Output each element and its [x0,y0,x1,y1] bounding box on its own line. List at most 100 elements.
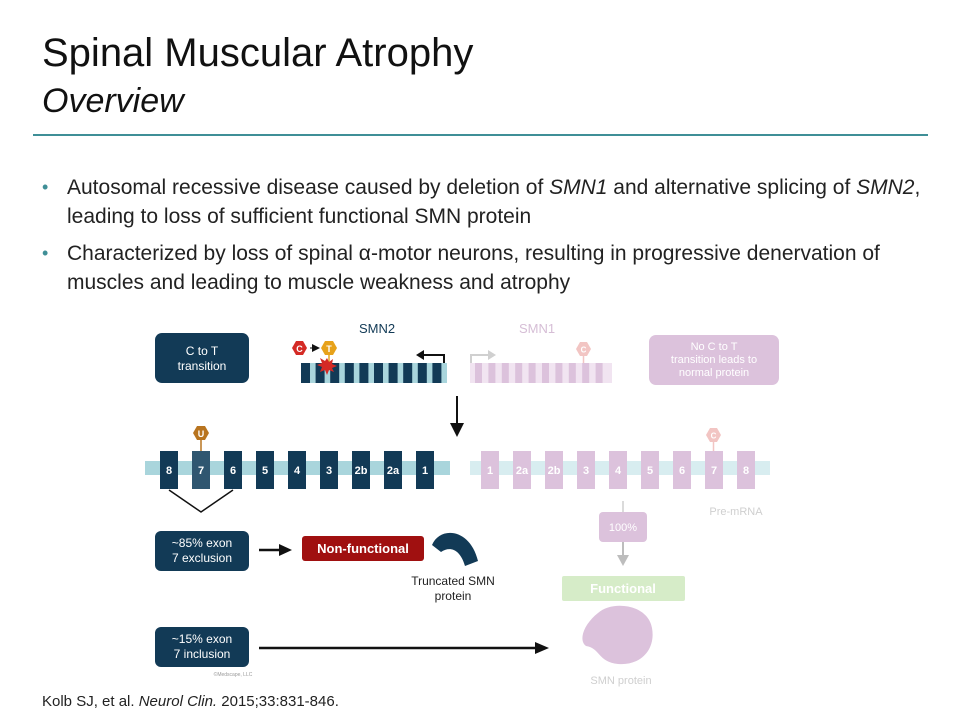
citation: Kolb SJ, et al. Neurol Clin. 2015;33:831… [42,693,339,710]
c-to-t-line1: C to T [186,344,219,358]
smn2-exon-8: 8 [160,451,178,489]
exon7-exclusion-box: ~85% exon 7 exclusion [155,531,249,571]
smn2-exon-4: 4 [288,451,306,489]
smn1-exon-6: 6 [673,451,691,489]
smn1-stripe [475,363,482,383]
smn1-exon-3: 3 [577,451,595,489]
smn2-gene-bar [301,363,447,383]
smn1-stripe [501,363,509,383]
u-marker-icon: U [193,426,209,451]
title-divider [33,134,928,136]
bullet-list: • Autosomal recessive disease caused by … [42,173,922,305]
citation-volume: 2015;33:831-846. [217,693,339,710]
smn1-exon-2b: 2b [545,451,563,489]
t-marker-icon: T [321,341,337,355]
svg-text:7 exclusion: 7 exclusion [172,551,232,565]
smn1-exon-5: 5 [641,451,659,489]
smn2-stripe [359,363,369,383]
smn1-exon-label: 2a [516,465,529,477]
bullet-text: Autosomal recessive disease caused by de… [67,176,550,199]
bullet-text: and alternative splicing of [607,176,857,199]
bullet-item: • Characterized by loss of spinal α-moto… [42,239,922,297]
truncated-label-line1: Truncated SMN [411,574,495,588]
gene-smn1-text: SMN1 [549,176,608,199]
gene-smn2-text: SMN2 [856,176,915,199]
smn2-stripe [344,363,354,383]
smn1-stripe [488,363,496,383]
smn2-label: SMN2 [359,321,395,336]
smn1-promoter-arrow-icon [470,350,496,363]
smn2-exon-2b: 2b [352,451,370,489]
smn2-stripe [403,363,413,383]
smn2-stripe [374,363,383,383]
svg-text:~85% exon: ~85% exon [172,536,232,550]
smn2-exon-2a: 2a [384,451,402,489]
svg-text:No C to T: No C to T [691,341,738,353]
inclusion-arrow-icon [259,642,549,654]
functional-arrow-icon [617,542,629,566]
smn1-exon-1: 1 [481,451,499,489]
bullet-item: • Autosomal recessive disease caused by … [42,173,922,231]
smn2-exon-label: 6 [230,465,236,477]
smn2-exon-label: 3 [326,465,332,477]
bullet-icon: • [42,177,49,197]
svg-text:~15% exon: ~15% exon [172,632,232,646]
percent-100-box: 100% [599,512,647,542]
svg-text:100%: 100% [609,522,637,534]
smn1-exon-label: 3 [583,465,589,477]
exon7-skip-splice-line [168,489,234,513]
smn1-stripe [528,363,536,383]
smn2-exon-7: 7 [192,451,210,489]
premrna-label: Pre-mRNA [709,506,763,518]
bullet-icon: • [42,243,49,263]
citation-authors: Kolb SJ, et al. [42,693,139,710]
smn2-exon-6: 6 [224,451,242,489]
svg-text:C: C [581,346,587,355]
svg-text:U: U [198,429,205,439]
smn2-exon-5: 5 [256,451,274,489]
slide-title: Spinal Muscular Atrophy [42,31,474,75]
smn2-stripe [301,363,310,383]
smn2-exon-3: 3 [320,451,338,489]
smn1-c-marker-icon: C [576,342,591,363]
smn1-exon-2a: 2a [513,451,531,489]
no-c-to-t-box: No C to T transition leads to normal pro… [649,335,779,385]
smn1-exon7-c-marker-icon: C [706,428,721,451]
svg-text:T: T [326,344,332,354]
smn1-exon-4: 4 [609,451,627,489]
smn2-stripe [330,363,340,383]
svg-text:7 inclusion: 7 inclusion [174,647,231,661]
smn1-exon-8: 8 [737,451,755,489]
smn1-stripe [582,363,590,383]
smn1-stripe [515,363,523,383]
smn1-label: SMN1 [519,321,555,336]
smn2-exon-label: 2b [355,465,368,477]
c-marker-icon: C [292,341,307,355]
bullet-text: Characterized by loss of spinal α-motor … [67,242,880,294]
smn2-exon-1: 1 [416,451,434,489]
smn2-stripe [417,363,427,383]
svg-text:Non-functional: Non-functional [317,541,409,556]
svg-text:Functional: Functional [590,581,656,596]
copyright-text: ©Medscape, LLC [214,671,253,678]
smn1-exon-label: 4 [615,465,622,477]
svg-text:transition leads to: transition leads to [671,354,757,366]
exon7-inclusion-box: ~15% exon 7 inclusion [155,627,249,667]
smn1-stripe [555,363,563,383]
smn1-exon-label: 8 [743,465,749,477]
smn2-exon-label: 4 [294,465,301,477]
smn1-exon-label: 7 [711,465,717,477]
transcription-arrow-icon [450,396,464,437]
truncated-label-line2: protein [435,589,472,603]
smn1-exon-label: 1 [487,465,493,477]
smn2-exon-label: 2a [387,465,400,477]
svg-text:C: C [296,344,303,354]
smn1-stripe [595,363,603,383]
smn2-exon-label: 1 [422,465,428,477]
functional-badge: Functional [562,576,685,601]
bullet-text: , leading to loss of sufficient function… [67,176,921,228]
smn2-exon-label: 5 [262,465,268,477]
smn2-stripe [388,363,398,383]
